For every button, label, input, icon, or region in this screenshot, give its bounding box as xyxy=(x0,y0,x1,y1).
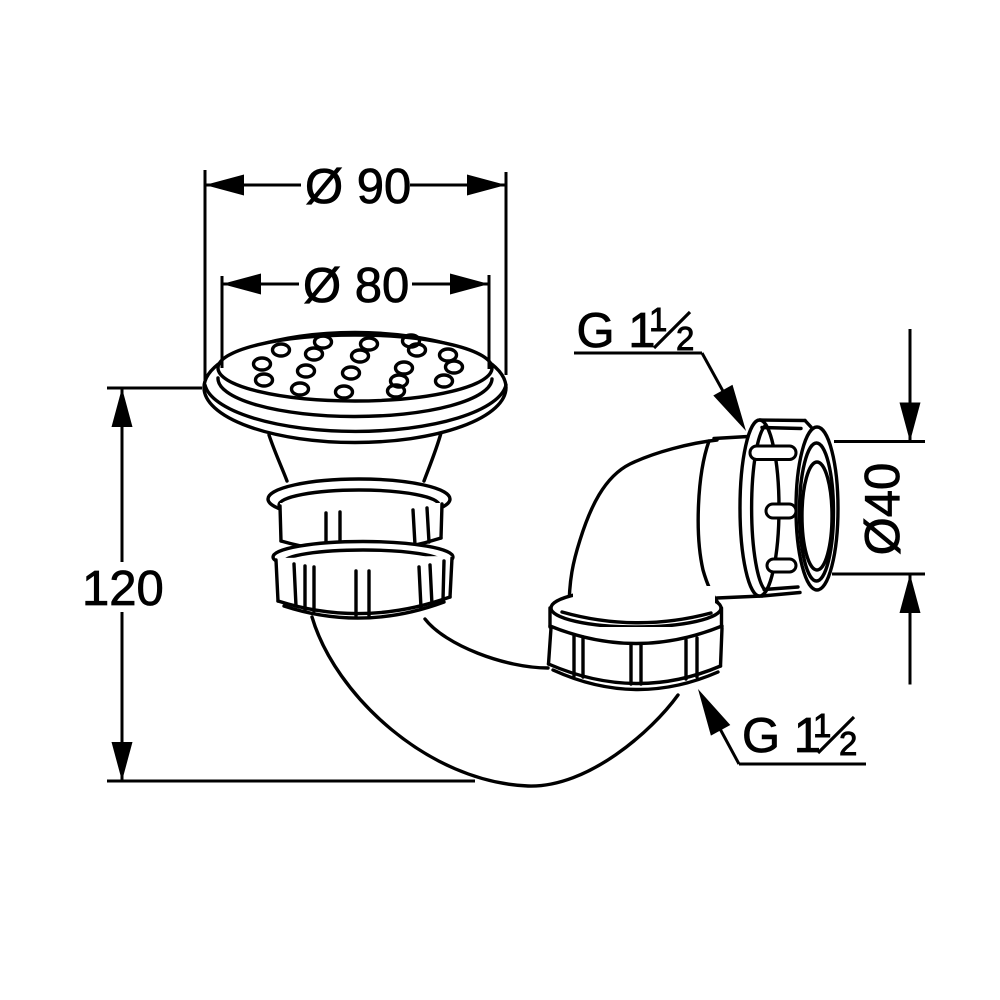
svg-text:2: 2 xyxy=(676,320,694,357)
svg-text:120: 120 xyxy=(82,562,164,616)
svg-text:1: 1 xyxy=(649,301,667,338)
svg-text:2: 2 xyxy=(839,725,857,762)
svg-text:Ø40: Ø40 xyxy=(856,463,910,556)
svg-text:Ø 80: Ø 80 xyxy=(303,259,409,313)
svg-text:1: 1 xyxy=(813,707,831,744)
svg-text:G 1: G 1 xyxy=(742,709,821,763)
svg-text:Ø 90: Ø 90 xyxy=(305,160,411,214)
svg-text:G 1: G 1 xyxy=(577,304,656,358)
